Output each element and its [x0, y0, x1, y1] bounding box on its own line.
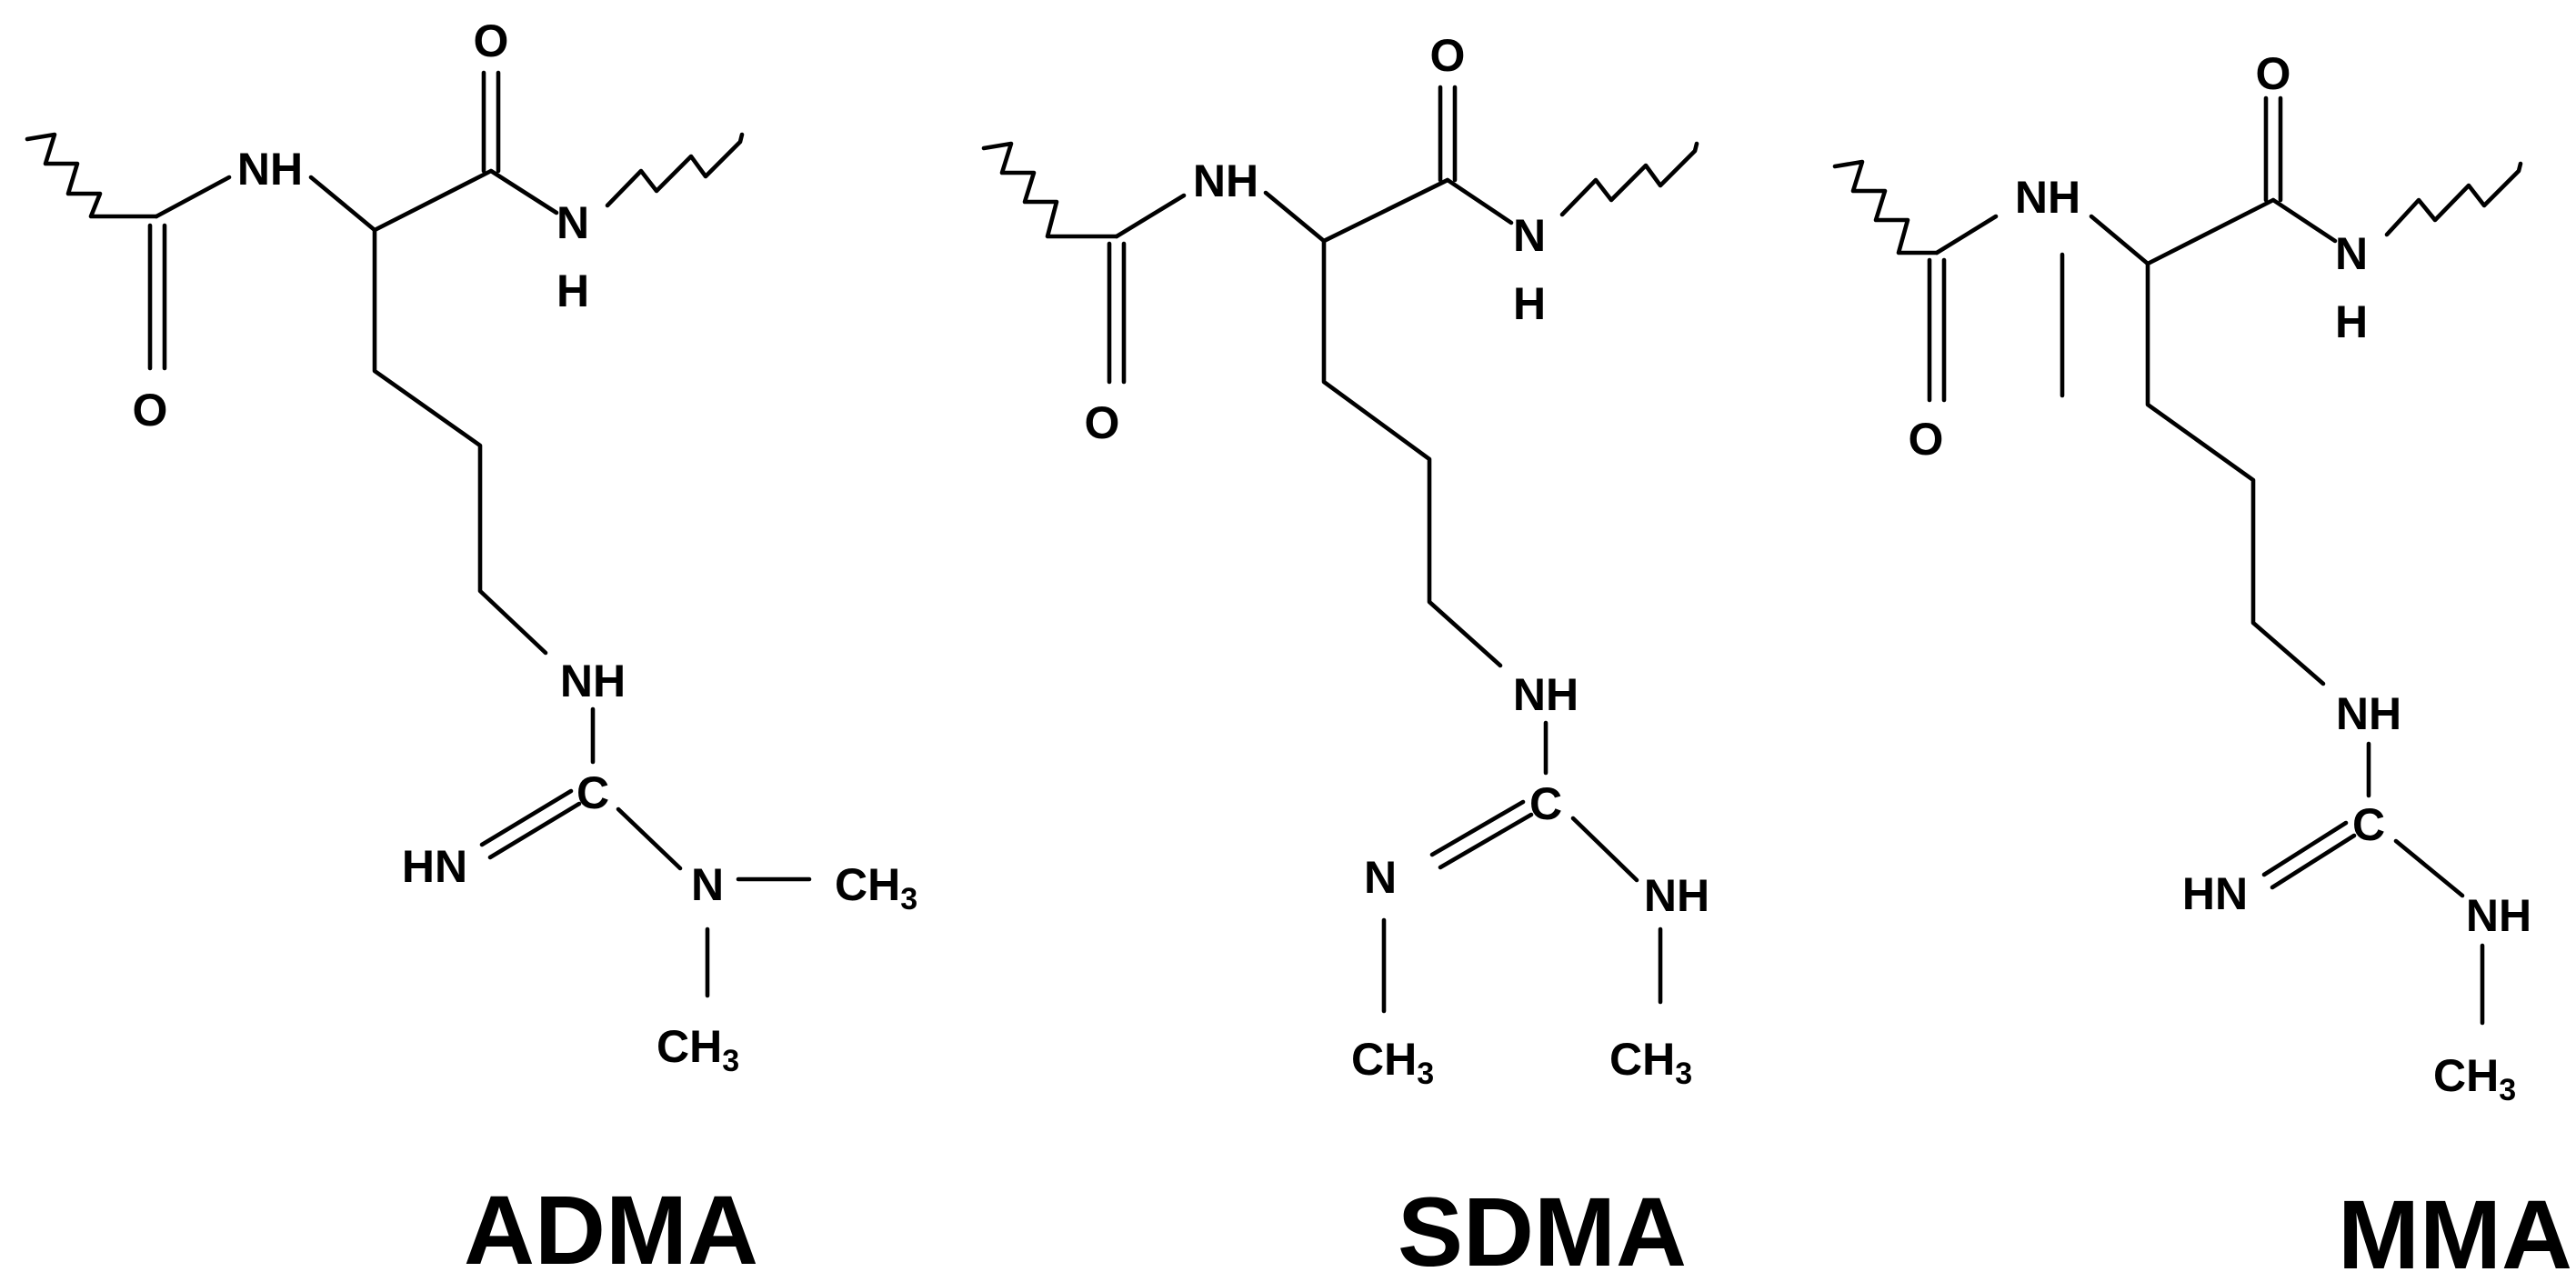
mma-amide-h-atom: H — [2335, 296, 2368, 347]
adma-carbonyl-c-to-nh-bond — [154, 175, 232, 219]
adma-nh-alpha-atom: NH — [237, 144, 303, 195]
adma-guanidino-c-atom: C — [576, 767, 609, 818]
mma-o-left-atom: O — [1909, 414, 1944, 465]
sdma-nh-to-alpha-c-bond — [1263, 190, 1327, 244]
mma-o-top-atom: O — [2256, 48, 2291, 99]
sdma-c-to-nh-bond — [1570, 816, 1639, 883]
mma-c-terminal-wavy-bond — [2384, 161, 2523, 237]
sdma-side-chain-bonds — [1321, 238, 1503, 668]
adma-amide-n-atom: N — [556, 197, 589, 248]
adma-imine-hn-atom: HN — [402, 841, 467, 892]
sdma-c-to-imine-double-bond-a — [1429, 799, 1526, 857]
sdma-methyl-nh-atom: NH — [1644, 870, 1709, 921]
adma-c-to-imine-double-bond-a — [479, 788, 574, 847]
sdma-c-to-imine-double-bond-b — [1438, 812, 1534, 870]
sdma-c-terminal-wavy-bond — [1559, 141, 1699, 217]
adma-o-left-atom: O — [133, 385, 168, 436]
sdma-guanidino-c-atom: C — [1529, 778, 1562, 829]
mma-structure: O NH N H O NH C HN NH CH3 MMA — [1832, 48, 2572, 1282]
sdma-nh-delta-atom: NH — [1513, 669, 1579, 720]
adma-name-label: ADMA — [464, 1175, 758, 1282]
adma-ch3-bottom-atom: CH3 — [657, 1021, 739, 1078]
mma-carbonyl-c-to-nh-bond — [1934, 214, 1999, 255]
adma-nh-to-alpha-c-bond — [308, 175, 377, 233]
mma-ch3-atom: CH3 — [2433, 1050, 2516, 1107]
mma-nh-to-alpha-c-bond — [2089, 214, 2150, 266]
mma-methyl-nh-atom: NH — [2466, 890, 2531, 941]
adma-carbonyl-to-amide-n-bond — [488, 168, 559, 215]
adma-c-terminal-wavy-bond — [605, 132, 745, 208]
adma-alpha-c-to-carbonyl-bond — [372, 168, 494, 233]
sdma-structure: O NH N H O NH C N NH CH3 CH3 SDMA — [981, 30, 1709, 1282]
adma-ch3-right-atom: CH3 — [835, 859, 917, 916]
mma-n-terminal-wavy-bond — [1832, 159, 1940, 255]
mma-carbonyl-to-amide-n-bond — [2270, 197, 2338, 244]
sdma-name-label: SDMA — [1398, 1177, 1687, 1282]
mma-alpha-c-to-carbonyl-bond — [2145, 197, 2276, 266]
sdma-o-top-atom: O — [1430, 30, 1466, 81]
adma-c-to-n-bond — [616, 806, 683, 871]
mma-nh-alpha-atom: NH — [2015, 172, 2080, 223]
sdma-carbonyl-c-to-nh-bond — [1114, 193, 1187, 239]
sdma-amide-n-atom: N — [1513, 210, 1546, 261]
mma-c-to-imine-double-bond-a — [2261, 820, 2349, 877]
adma-amide-h-atom: H — [556, 265, 589, 316]
sdma-ch3-left-atom: CH3 — [1351, 1034, 1434, 1091]
mma-amide-n-atom: N — [2335, 228, 2368, 279]
sdma-n-terminal-wavy-bond — [981, 141, 1119, 239]
sdma-alpha-c-to-carbonyl-bond — [1321, 177, 1450, 244]
sdma-ch3-right-atom: CH3 — [1609, 1034, 1692, 1091]
adma-c-to-imine-double-bond-b — [487, 801, 582, 860]
mma-imine-hn-atom: HN — [2182, 868, 2248, 919]
sdma-o-left-atom: O — [1085, 397, 1120, 448]
mma-c-to-nh-bond — [2393, 838, 2465, 898]
sdma-carbonyl-to-amide-n-bond — [1445, 177, 1514, 225]
mma-side-chain-bonds — [2145, 261, 2326, 686]
adma-n-terminal-wavy-bond — [25, 132, 159, 219]
mma-name-label: MMA — [2338, 1179, 2572, 1282]
adma-structure: O NH N H O NH C HN N CH3 CH3 ADMA — [25, 15, 917, 1282]
sdma-nh-alpha-atom: NH — [1193, 155, 1258, 206]
mma-c-to-imine-double-bond-b — [2270, 833, 2357, 890]
adma-o-top-atom: O — [474, 15, 509, 66]
mma-nh-delta-atom: NH — [2336, 688, 2401, 739]
adma-nh-delta-atom: NH — [560, 656, 626, 706]
adma-side-chain-bonds — [372, 227, 548, 656]
sdma-imine-n-atom: N — [1364, 852, 1397, 903]
adma-dimethyl-n-atom: N — [691, 859, 724, 910]
sdma-amide-h-atom: H — [1513, 278, 1546, 329]
mma-guanidino-c-atom: C — [2352, 799, 2385, 850]
